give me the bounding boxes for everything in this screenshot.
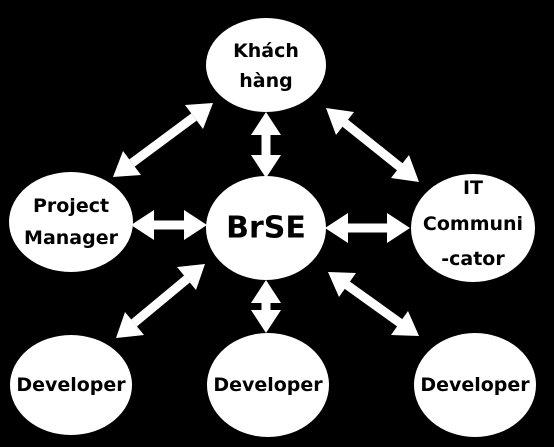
- arrow-customer-it-communicator: [326, 108, 419, 182]
- node-label-line: Communi: [423, 213, 523, 235]
- node-project-manager: Project Manager: [9, 172, 133, 272]
- arrow-customer-brse: [251, 112, 281, 178]
- node-label-line: Manager: [24, 227, 119, 249]
- arrow-project-manager-brse: [131, 210, 207, 240]
- arrow-customer-project-manager: [113, 103, 213, 177]
- node-label-line: hàng: [239, 70, 292, 92]
- node-developer-center: Developer: [207, 333, 329, 437]
- node-label-line: Khách: [233, 40, 299, 62]
- node-it-communicator: IT Communi -cator: [411, 174, 535, 282]
- node-customer: Khách hàng: [206, 18, 326, 112]
- node-label-line: BrSE: [226, 211, 306, 246]
- arrow-brse-it-communicator: [325, 213, 410, 243]
- node-developer-right: Developer: [414, 333, 536, 437]
- node-developer-left: Developer: [10, 335, 132, 435]
- node-label-line: Project: [33, 195, 109, 217]
- node-label-line: Developer: [420, 374, 530, 396]
- connectors: [113, 103, 419, 338]
- node-brse: BrSE: [206, 176, 326, 280]
- arrow-brse-developer-left: [116, 264, 205, 338]
- node-label-line: Developer: [16, 374, 126, 396]
- node-label-line: IT: [463, 177, 483, 199]
- arrow-brse-developer-center: [251, 280, 281, 333]
- node-label-line: Developer: [213, 374, 323, 396]
- node-label-line: -cator: [441, 248, 505, 270]
- arrow-brse-developer-right: [328, 272, 419, 336]
